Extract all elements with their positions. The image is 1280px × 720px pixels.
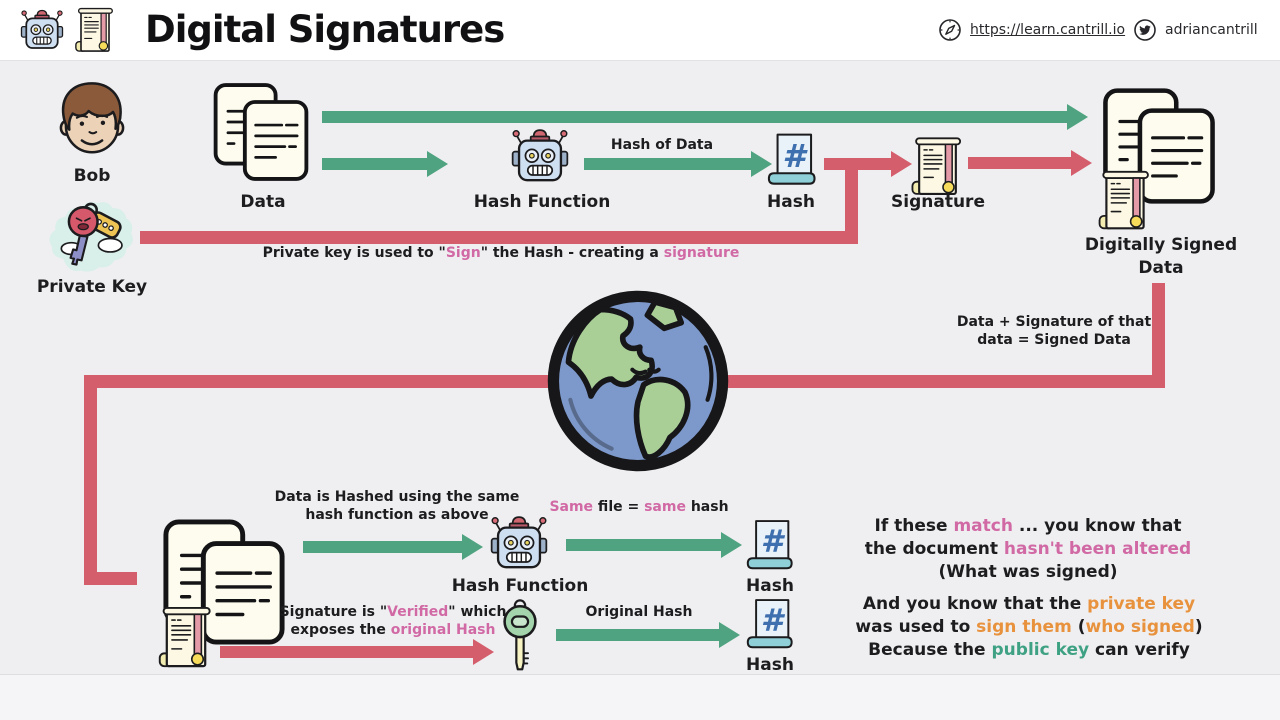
hash-icon [745, 517, 795, 574]
transit-line-left [84, 375, 97, 585]
page-title: Digital Signatures [145, 8, 505, 51]
header-bar: Digital Signatures https://learn.cantril… [0, 0, 1280, 61]
match-note-line1: If these match ... you know that [874, 516, 1182, 536]
documents-icon [210, 82, 312, 182]
private-key-line [140, 231, 858, 244]
arrow-signature-to-signed-data [968, 150, 1092, 176]
certificate-icon [910, 136, 965, 198]
arrow-docs-to-hash-function [303, 534, 483, 560]
hash-note-line1: Data is Hashed using the same [274, 489, 520, 505]
keys-note-line1: And you know that the private key [862, 594, 1196, 614]
twitter-handle[interactable]: adriancantrill [1165, 22, 1258, 38]
globe-icon [544, 287, 732, 475]
match-note-line3: (What was signed) [938, 562, 1118, 582]
hash-label: Hash [767, 192, 815, 212]
robot-icon [508, 128, 572, 187]
sign-note: Private key is used to "Sign" the Hash -… [262, 245, 740, 261]
bob-label: Bob [73, 166, 111, 186]
arrow-hash-function-to-hash-bottom [566, 532, 742, 558]
arrow-data-to-hash-function [322, 151, 448, 177]
robot-icon [487, 515, 551, 574]
private-key-label: Private Key [36, 277, 148, 297]
hash-icon [745, 596, 795, 653]
keys-note-line3: Because the public key can verify [868, 640, 1190, 660]
public-key-icon [498, 596, 542, 673]
hash-label-top: Hash [746, 576, 794, 596]
keys-note-line2: was used to sign them (who signed) [855, 617, 1203, 637]
hash-label-bottom: Hash [746, 655, 794, 675]
site-link[interactable]: https://learn.cantrill.io [970, 22, 1126, 38]
signature-label: Signature [891, 192, 985, 212]
signed-data-label-line1: Digitally Signed [1084, 235, 1238, 255]
hash-function-label-bottom: Hash Function [451, 576, 589, 596]
hash-icon [766, 131, 818, 189]
transit-line-stub [84, 572, 137, 585]
hash-function-label: Hash Function [473, 192, 611, 212]
verify-note-line1: Signature is "Verified" which [279, 604, 507, 620]
transit-note-line1: Data + Signature of that [956, 314, 1152, 330]
hash-note-line2: hash function as above [305, 507, 489, 523]
verify-note-line2: exposes the original Hash [290, 622, 496, 638]
data-label: Data [240, 192, 286, 212]
compass-icon [938, 18, 962, 42]
arrow-signature-to-public-key [220, 639, 494, 665]
arrow-public-key-to-hash [556, 622, 740, 648]
private-key-line-up [845, 160, 858, 244]
arrow-hash-function-to-hash [584, 151, 772, 177]
match-note-line2: the document hasn't been altered [864, 539, 1192, 559]
same-hash-note: Same file = same hash [549, 499, 729, 515]
original-hash-label: Original Hash [585, 604, 693, 620]
certificate-icon [74, 7, 116, 54]
arrow-data-to-signed-data [322, 104, 1088, 130]
private-key-icon [45, 193, 140, 273]
certificate-icon [156, 606, 216, 670]
signed-data-down-line [1152, 283, 1165, 382]
arrow-hash-to-signature [824, 151, 912, 177]
transit-note-line2: data = Signed Data [977, 332, 1131, 348]
person-icon [50, 80, 134, 164]
twitter-icon [1133, 18, 1157, 42]
certificate-icon [1096, 170, 1154, 232]
hash-of-data-label: Hash of Data [610, 137, 714, 153]
robot-icon [18, 9, 66, 53]
footer-strip [0, 674, 1280, 720]
signed-data-label-line2: Data [1138, 258, 1184, 278]
